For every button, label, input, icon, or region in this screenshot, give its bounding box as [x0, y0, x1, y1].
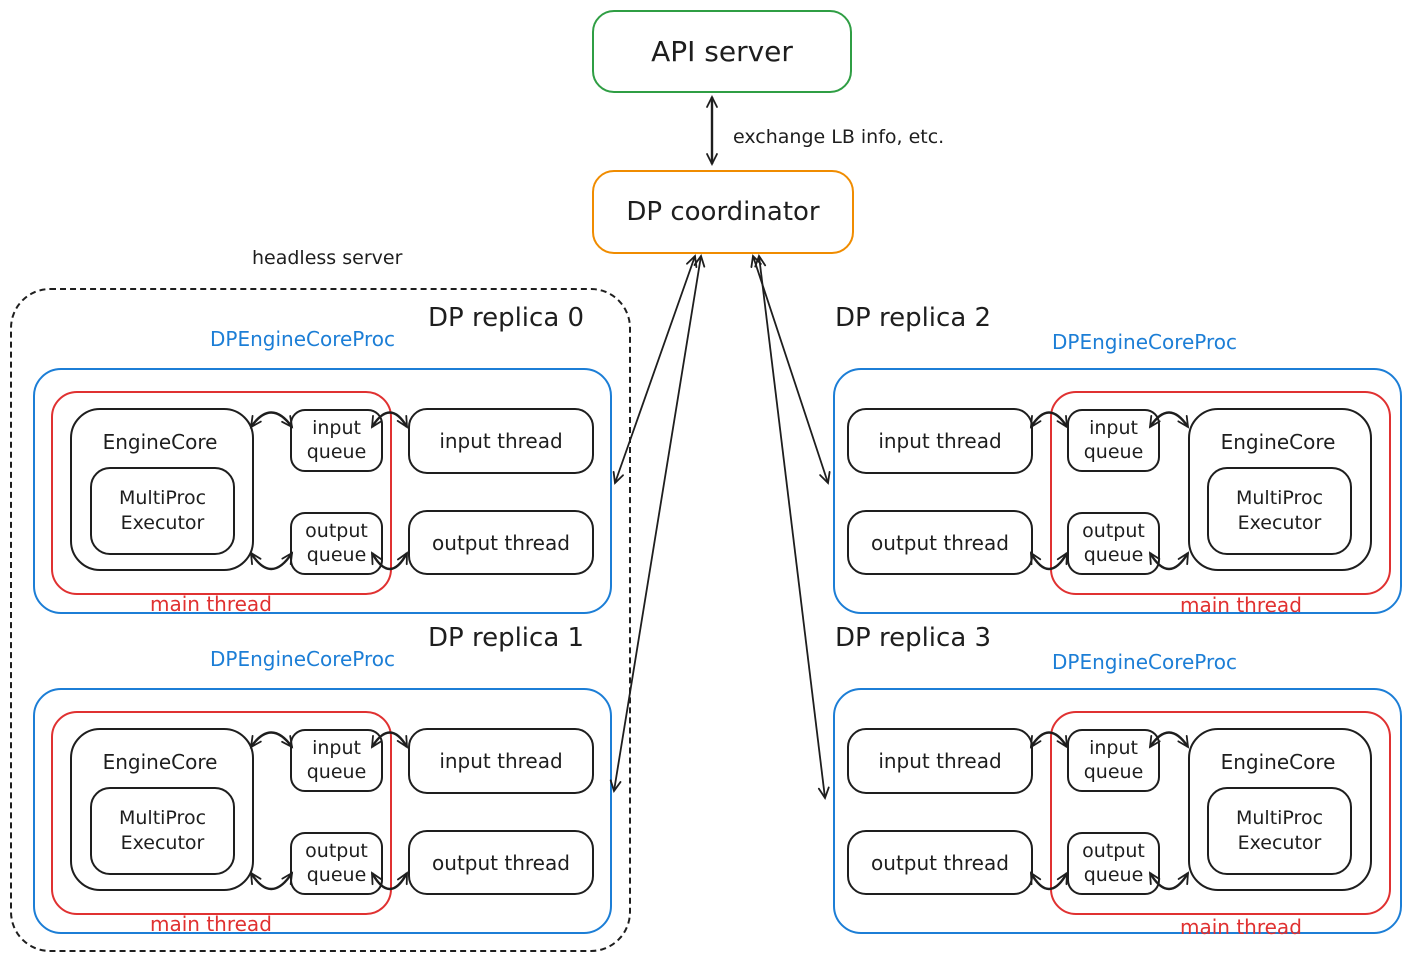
replica-3-engine-core-box — [1188, 728, 1372, 891]
replica-3-title: DP replica 3 — [835, 623, 992, 653]
replica-1-proc-label: DPEngineCoreProc — [210, 647, 396, 671]
replica-1-main-thread-label: main thread — [150, 912, 272, 936]
replica-0-output-queue-box: output queue — [290, 512, 383, 575]
replica-0-multiproc-executor-box: MultiProc Executor — [90, 467, 235, 555]
replica-2-title: DP replica 2 — [835, 303, 992, 333]
replica-0-input-thread-box: input thread — [408, 408, 594, 474]
replica-0-engine-core-box — [70, 408, 254, 571]
replica-0-engine-core-label: EngineCore — [102, 430, 218, 454]
replica-2-process-boundary — [833, 368, 1402, 614]
replica-1-multiproc-executor-box: MultiProc Executor — [90, 787, 235, 875]
replica-3-proc-label: DPEngineCoreProc — [1052, 650, 1238, 674]
replica-3-output-queue-box: output queue — [1067, 832, 1160, 895]
replica-1-engine-core-label: EngineCore — [102, 750, 218, 774]
replica-0-proc-label: DPEngineCoreProc — [210, 327, 396, 351]
replica-2-proc-label: DPEngineCoreProc — [1052, 330, 1238, 354]
replica-2-engine-core-box — [1188, 408, 1372, 571]
replica-0-main-thread-label: main thread — [150, 592, 272, 616]
api-server-label: API server — [651, 35, 793, 68]
replica-0-input-queue-box: input queue — [290, 409, 383, 472]
headless-server-label: headless server — [252, 247, 403, 269]
replica-3-input-thread-box: input thread — [847, 728, 1033, 794]
replica-1-input-queue-box: input queue — [290, 729, 383, 792]
replica-3-multiproc-executor-box: MultiProc Executor — [1207, 787, 1352, 875]
replica-2-engine-core-label: EngineCore — [1220, 430, 1336, 454]
replica-0-title: DP replica 0 — [428, 303, 585, 333]
api-server-box: API server — [592, 10, 852, 93]
replica-2-input-thread-box: input thread — [847, 408, 1033, 474]
replica-1-process-boundary — [33, 688, 612, 934]
replica-1-engine-core-box — [70, 728, 254, 891]
replica-2-input-queue-box: input queue — [1067, 409, 1160, 472]
replica-1-main-thread-boundary — [51, 711, 392, 915]
exchange-note: exchange LB info, etc. — [733, 126, 945, 148]
replica-3-input-queue-box: input queue — [1067, 729, 1160, 792]
replica-3-output-thread-box: output thread — [847, 830, 1033, 895]
arrow-coordinator-replica-3 — [754, 254, 830, 800]
replica-2-multiproc-executor-box: MultiProc Executor — [1207, 467, 1352, 555]
replica-3-main-thread-boundary — [1050, 711, 1391, 915]
replica-2-output-thread-box: output thread — [847, 510, 1033, 575]
replica-3-engine-core-label: EngineCore — [1220, 750, 1336, 774]
replica-3-process-boundary — [833, 688, 1402, 934]
replica-2-output-queue-box: output queue — [1067, 512, 1160, 575]
replica-1-input-thread-box: input thread — [408, 728, 594, 794]
dp-coordinator-label: DP coordinator — [626, 197, 820, 227]
replica-0-main-thread-boundary — [51, 391, 392, 595]
arrow-coordinator-replica-2 — [750, 254, 831, 485]
replica-1-output-queue-box: output queue — [290, 832, 383, 895]
replica-2-main-thread-label: main thread — [1180, 593, 1302, 617]
dp-coordinator-box: DP coordinator — [592, 170, 854, 254]
replica-2-main-thread-boundary — [1050, 391, 1391, 595]
replica-1-output-thread-box: output thread — [408, 830, 594, 895]
replica-0-output-thread-box: output thread — [408, 510, 594, 575]
replica-3-main-thread-label: main thread — [1180, 915, 1302, 939]
replica-1-title: DP replica 1 — [428, 623, 585, 653]
